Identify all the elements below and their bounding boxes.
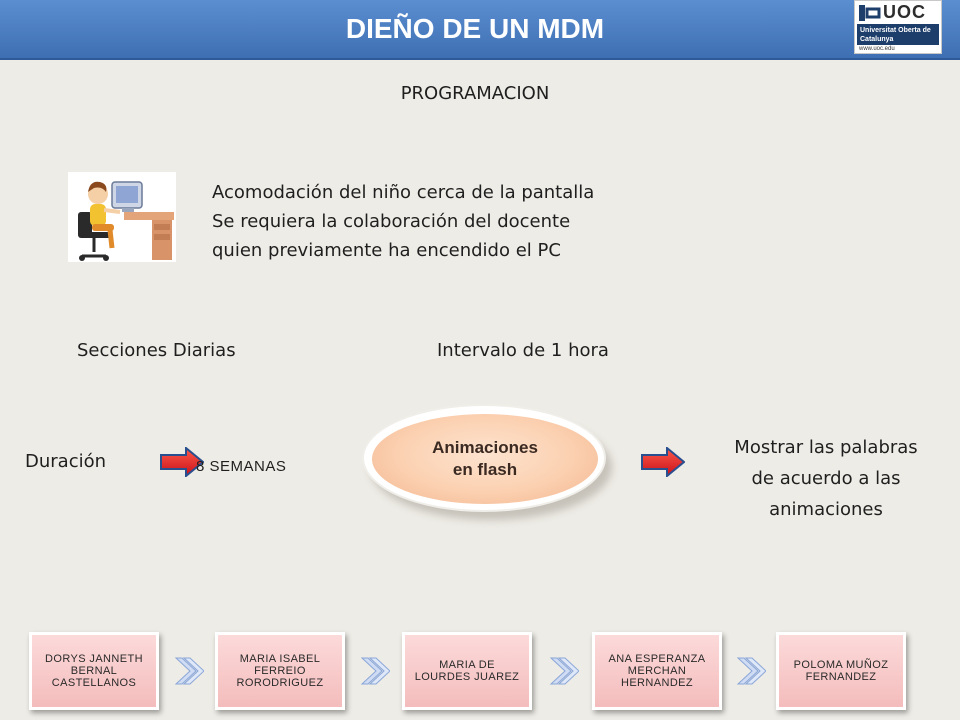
oval-border: Animaciones en flash — [362, 404, 606, 512]
result-line: animaciones — [769, 499, 883, 520]
author-box: POLOMA MUÑOZ FERNANDEZ — [776, 632, 906, 710]
chevron-right-icon — [549, 657, 579, 685]
logo-url: www.uoc.edu — [859, 46, 895, 52]
instruction-line: Se requiera la colaboración del docente — [212, 211, 571, 232]
logo-university-name: Universitat Oberta de Catalunya — [857, 24, 939, 45]
oval-line-1: Animaciones — [432, 438, 538, 457]
animations-oval: Animaciones en flash — [362, 404, 616, 524]
duration-label: Duración — [25, 451, 107, 472]
chevron-right-icon — [360, 657, 390, 685]
uoc-mark-icon — [859, 5, 881, 21]
sessions-label: Secciones Diarias — [77, 340, 236, 361]
oval-fill: Animaciones en flash — [372, 414, 598, 504]
uoc-logo: UOC Universitat Oberta de Catalunya www.… — [854, 0, 942, 54]
section-heading: PROGRAMACION — [400, 83, 550, 104]
oval-line-2: en flash — [452, 460, 518, 479]
chevron-right-icon — [174, 657, 204, 685]
result-line: de acuerdo a las — [751, 468, 901, 489]
author-box: MARIA ISABEL FERREIO RORODRIGUEZ — [215, 632, 345, 710]
interval-label: Intervalo de 1 hora — [437, 340, 609, 361]
logo-text: UOC — [883, 2, 926, 22]
arrow-right-icon — [641, 447, 685, 477]
chevron-right-icon — [736, 657, 766, 685]
title-bar: DIEÑO DE UN MDM — [0, 0, 960, 60]
oval-text: Animaciones en flash — [432, 437, 538, 481]
result-line: Mostrar las palabras — [734, 437, 918, 458]
author-box: DORYS JANNETH BERNAL CASTELLANOS — [29, 632, 159, 710]
instruction-line: quien previamente ha encendido el PC — [212, 240, 561, 261]
instruction-line: Acomodación del niño cerca de la pantall… — [212, 182, 595, 203]
arrow-right-icon — [160, 447, 204, 477]
duration-value: 8 SEMANAS — [196, 458, 287, 475]
author-box: ANA ESPERANZA MERCHAN HERNANDEZ — [592, 632, 722, 710]
child-at-computer-icon — [68, 172, 176, 262]
author-box: MARIA DE LOURDES JUAREZ — [402, 632, 532, 710]
slide-title: DIEÑO DE UN MDM — [345, 13, 605, 44]
setup-instructions: Acomodación del niño cerca de la pantall… — [212, 178, 594, 265]
result-description: Mostrar las palabras de acuerdo a las an… — [712, 432, 940, 525]
